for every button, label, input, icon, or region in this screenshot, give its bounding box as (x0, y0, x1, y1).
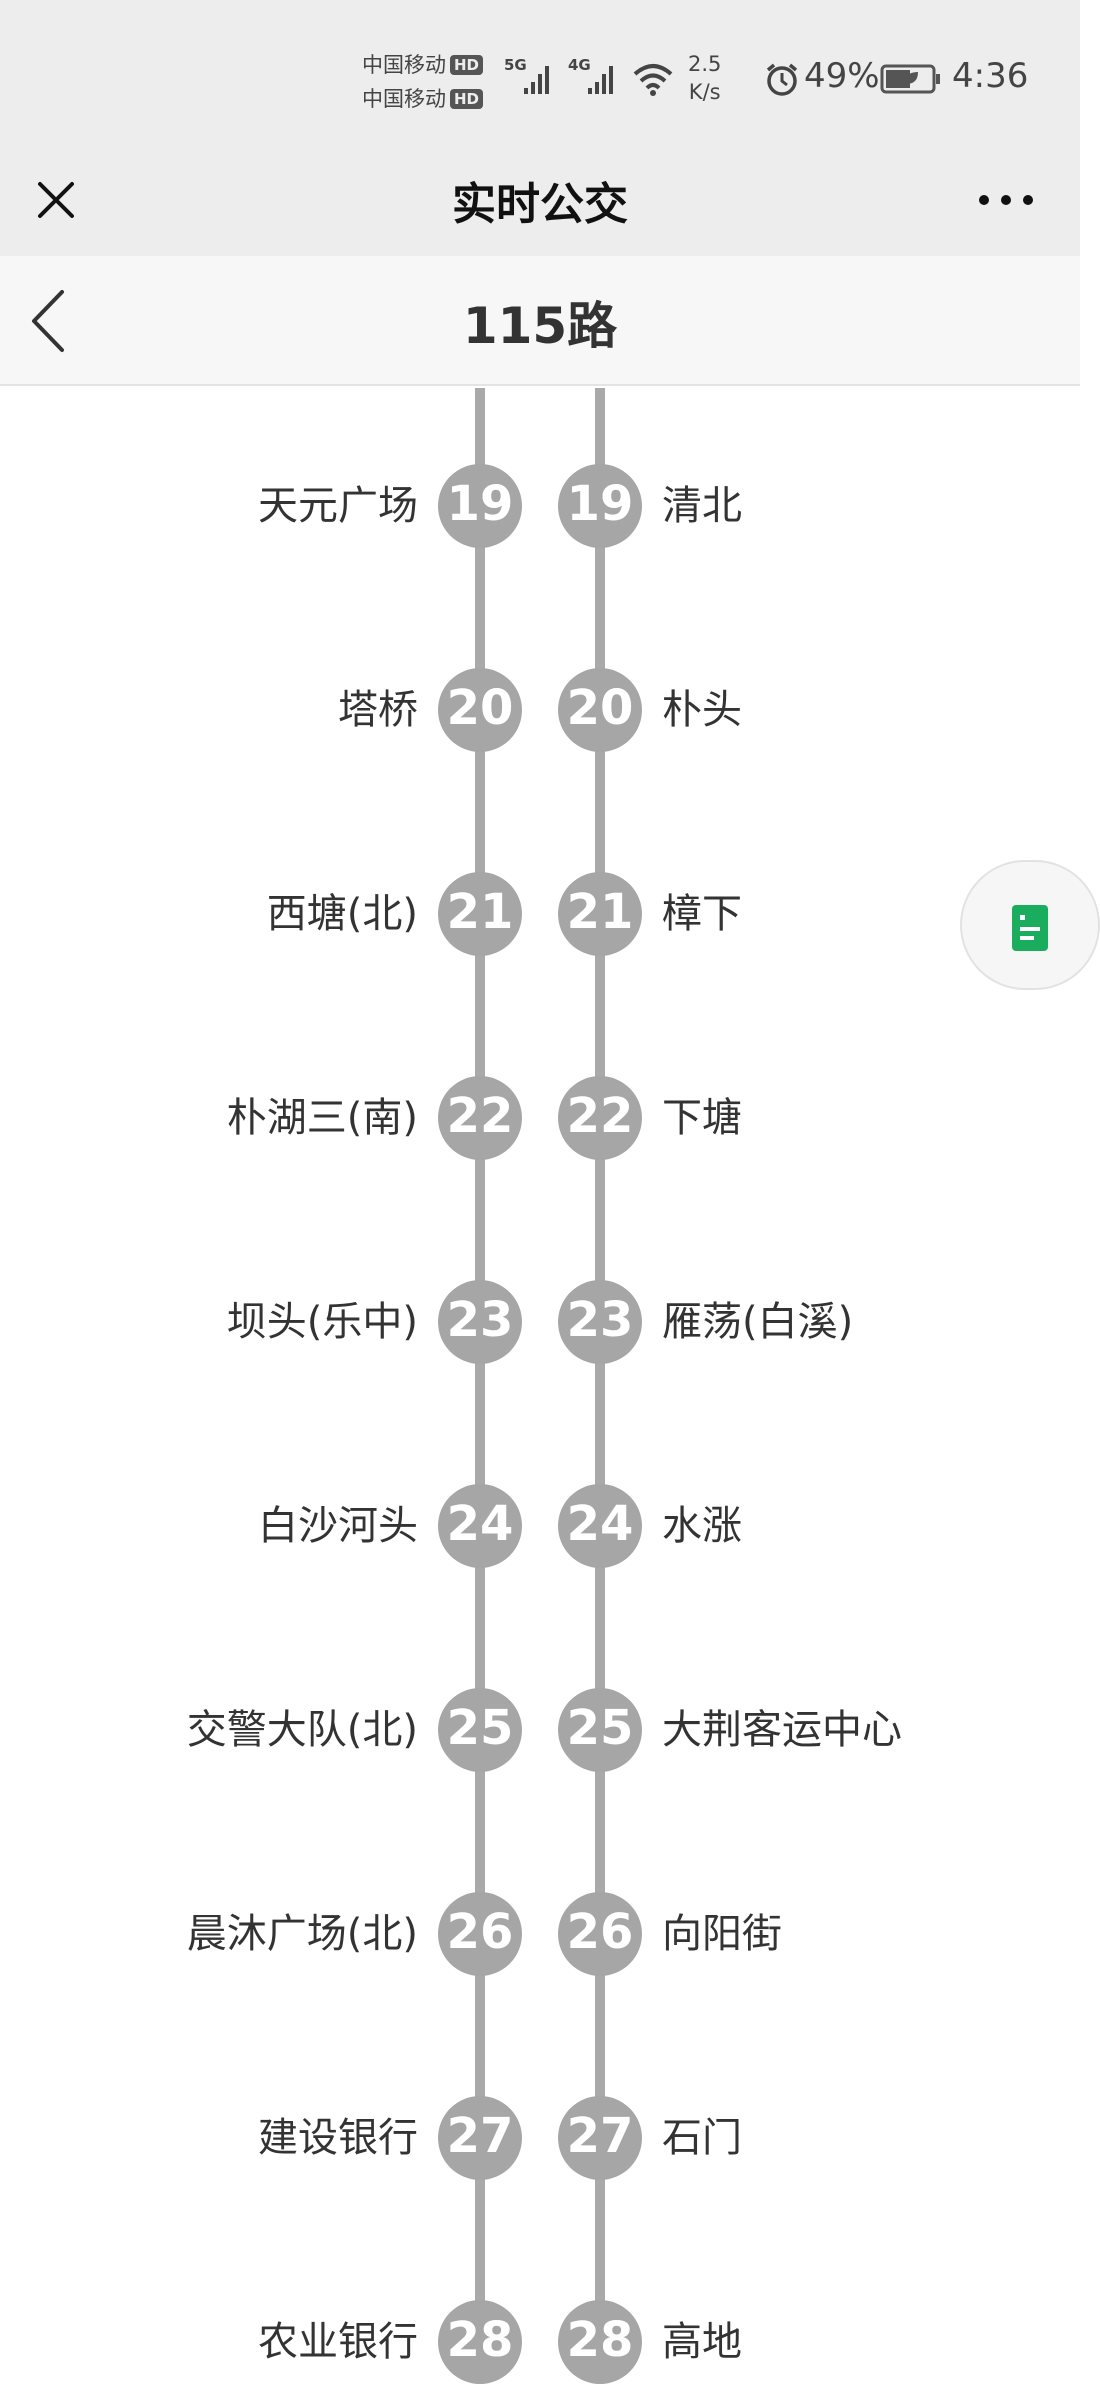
speed-value: 2.5 (688, 52, 722, 76)
close-button[interactable] (28, 172, 84, 228)
stop-number-inbound[interactable]: 23 (558, 1280, 642, 1364)
stop-name-outbound[interactable]: 西塘(北) (266, 891, 418, 937)
stop-row: 建设银行 27 27 石门 (0, 2096, 1080, 2180)
stop-row: 朴湖三(南) 22 22 下塘 (0, 1076, 1080, 1160)
hd-badge: HD (450, 89, 484, 109)
wifi-icon (632, 62, 674, 100)
stop-number-outbound[interactable]: 21 (438, 872, 522, 956)
left-route-track (475, 388, 485, 2340)
carrier-2: 中国移动 (362, 87, 446, 111)
stop-name-inbound[interactable]: 向阳街 (662, 1911, 782, 1957)
network-speed: 2.5 K/s (688, 50, 721, 106)
stop-row: 农业银行 28 28 高地 (0, 2300, 1080, 2384)
route-header: 115路 (0, 256, 1080, 386)
stop-number-outbound[interactable]: 20 (438, 668, 522, 752)
stop-number-outbound[interactable]: 27 (438, 2096, 522, 2180)
stop-number-outbound[interactable]: 22 (438, 1076, 522, 1160)
right-route-track (595, 388, 605, 2340)
stop-name-outbound[interactable]: 交警大队(北) (186, 1707, 418, 1753)
back-button[interactable] (18, 286, 78, 356)
stop-number-inbound[interactable]: 20 (558, 668, 642, 752)
stop-number-inbound[interactable]: 27 (558, 2096, 642, 2180)
stop-number-outbound[interactable]: 19 (438, 464, 522, 548)
stop-name-outbound[interactable]: 建设银行 (258, 2115, 418, 2161)
stop-number-inbound[interactable]: 24 (558, 1484, 642, 1568)
stop-number-outbound[interactable]: 24 (438, 1484, 522, 1568)
stop-name-inbound[interactable]: 大荆客运中心 (662, 1707, 902, 1753)
stop-name-outbound[interactable]: 朴湖三(南) (226, 1095, 418, 1141)
stop-name-inbound[interactable]: 高地 (662, 2319, 742, 2365)
stop-row: 西塘(北) 21 21 樟下 (0, 872, 1080, 956)
route-lines: 天元广场 19 19 清北塔桥 20 20 朴头西塘(北) 21 21 樟下朴湖三(南) 22 22 下… (0, 388, 1080, 2384)
stop-name-inbound[interactable]: 清北 (662, 483, 742, 529)
stop-row: 晨沐广场(北) 26 26 向阳街 (0, 1892, 1080, 1976)
alarm-icon (764, 62, 800, 102)
battery-icon (880, 64, 942, 98)
stop-name-outbound[interactable]: 塔桥 (338, 687, 418, 733)
stop-name-outbound[interactable]: 白沙河头 (258, 1503, 418, 1549)
net-4g-label: 4G (568, 56, 591, 74)
stop-number-inbound[interactable]: 28 (558, 2300, 642, 2384)
stop-row: 塔桥 20 20 朴头 (0, 668, 1080, 752)
more-button[interactable] (970, 180, 1042, 220)
stop-name-outbound[interactable]: 天元广场 (258, 483, 418, 529)
floating-notes-button[interactable] (960, 860, 1100, 990)
net-5g-label: 5G (504, 56, 527, 74)
document-icon (1012, 905, 1048, 951)
stop-name-inbound[interactable]: 下塘 (662, 1095, 742, 1141)
signal-5g-icon: 5G (504, 56, 552, 102)
stop-name-inbound[interactable]: 石门 (662, 2115, 742, 2161)
stop-number-inbound[interactable]: 26 (558, 1892, 642, 1976)
battery-percent: 49% (804, 56, 880, 96)
more-icon (979, 195, 1033, 205)
signal-4g-icon: 4G (568, 56, 616, 102)
hd-badge: HD (450, 55, 484, 75)
stop-name-inbound[interactable]: 水涨 (662, 1503, 742, 1549)
stop-number-inbound[interactable]: 19 (558, 464, 642, 548)
stop-name-inbound[interactable]: 雁荡(白溪) (662, 1299, 854, 1345)
stop-row: 坝头(乐中) 23 23 雁荡(白溪) (0, 1280, 1080, 1364)
stop-number-outbound[interactable]: 26 (438, 1892, 522, 1976)
carrier-1: 中国移动 (362, 53, 446, 77)
stop-number-outbound[interactable]: 28 (438, 2300, 522, 2384)
page-title: 实时公交 (452, 179, 628, 230)
stop-name-outbound[interactable]: 晨沐广场(北) (186, 1911, 418, 1957)
stop-row: 交警大队(北) 25 25 大荆客运中心 (0, 1688, 1080, 1772)
stop-number-outbound[interactable]: 23 (438, 1280, 522, 1364)
stop-row: 天元广场 19 19 清北 (0, 464, 1080, 548)
stop-number-inbound[interactable]: 22 (558, 1076, 642, 1160)
stop-number-inbound[interactable]: 21 (558, 872, 642, 956)
title-bar: 实时公交 (0, 150, 1080, 256)
stop-name-inbound[interactable]: 朴头 (662, 687, 742, 733)
chevron-left-icon (32, 290, 64, 352)
stop-name-outbound[interactable]: 农业银行 (258, 2319, 418, 2365)
stop-name-inbound[interactable]: 樟下 (662, 891, 742, 937)
stop-number-outbound[interactable]: 25 (438, 1688, 522, 1772)
stop-row: 白沙河头 24 24 水涨 (0, 1484, 1080, 1568)
route-name: 115路 (462, 297, 618, 355)
stop-number-inbound[interactable]: 25 (558, 1688, 642, 1772)
clock: 4:36 (952, 56, 1029, 96)
close-icon (38, 182, 74, 218)
speed-unit: K/s (688, 80, 721, 104)
stop-name-outbound[interactable]: 坝头(乐中) (226, 1299, 418, 1345)
